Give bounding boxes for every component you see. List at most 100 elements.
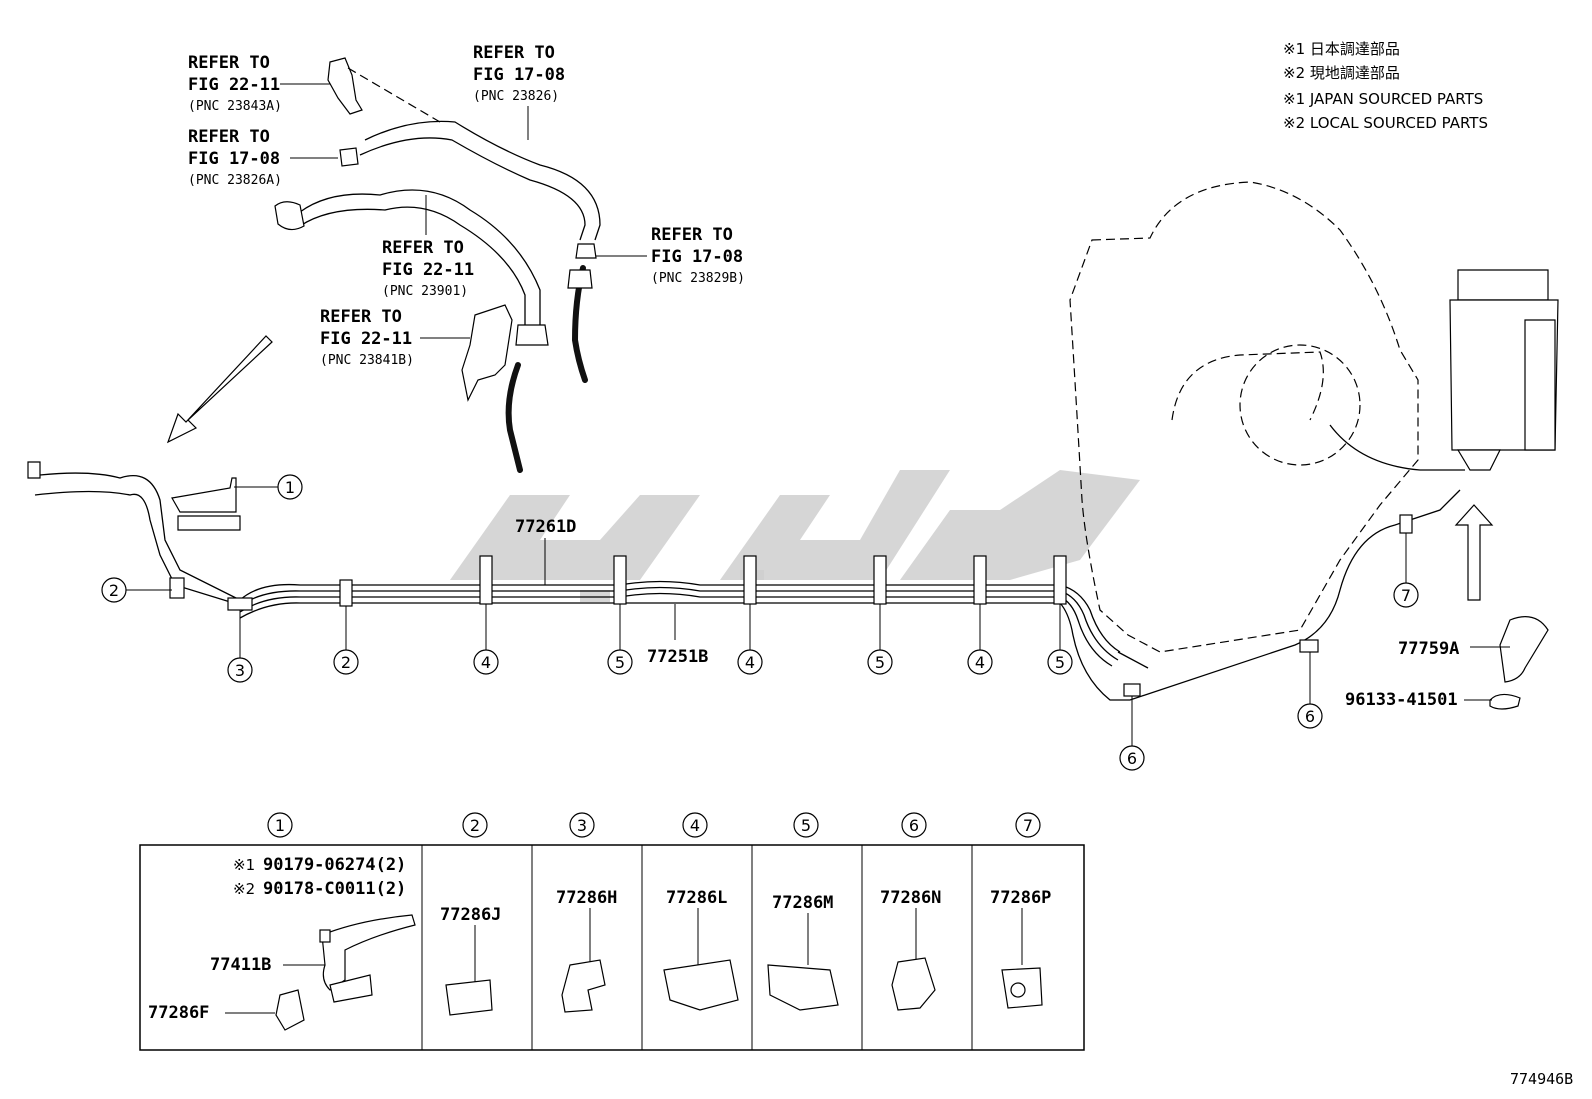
diagram-id: 774946B [1510,1070,1573,1088]
label-77286F: 77286F [148,1003,209,1023]
direction-arrow-left [166,335,273,444]
callout-main-2: 2 [333,606,359,675]
charcoal-canister [1329,269,1559,471]
table-header-1: 1 [267,812,293,838]
svg-text:77286H: 77286H [556,888,617,908]
svg-text:(PNC 23901): (PNC 23901) [382,284,468,299]
svg-text:5: 5 [615,653,625,672]
table-header-7: 7 [1015,812,1041,838]
clip-6b [1299,639,1319,653]
main-fuel-tubes [239,489,1461,701]
label-96133-41501: 96133-41501 [1345,690,1458,710]
svg-text:90178-C0011(2): 90178-C0011(2) [263,879,406,899]
svg-text:6: 6 [1127,749,1137,768]
clip-4b [743,555,757,605]
svg-text:FIG 17-08: FIG 17-08 [651,247,743,267]
table-header-6: 6 [901,812,927,838]
clip-7 [1399,514,1413,534]
svg-text:1: 1 [275,816,285,835]
svg-text:3: 3 [235,661,245,680]
svg-text:90179-06274(2): 90179-06274(2) [263,855,406,875]
svg-text:4: 4 [690,816,700,835]
table-cell-77286L: 77286L [663,888,739,1011]
svg-text:2: 2 [470,816,480,835]
callout-main-6b: 6 [1297,652,1323,729]
clip-2-left [169,577,185,599]
callout-main-4c: 4 [967,604,993,675]
reference-23841B: REFER TO FIG 22-11 (PNC 23841B) [320,307,470,368]
callout-main-4a: 4 [473,604,499,675]
callout-main-5a: 5 [607,604,633,675]
label-77411B: 77411B [210,955,271,975]
note-japan-en: ※1 JAPAN SOURCED PARTS [1283,90,1483,108]
clip-4c [973,555,987,605]
svg-text:4: 4 [481,653,491,672]
svg-text:77286N: 77286N [880,888,941,908]
clip-5b [873,555,887,605]
svg-text:REFER TO: REFER TO [473,43,555,63]
svg-text:FIG 22-11: FIG 22-11 [382,260,474,280]
clip-table [139,844,1085,1051]
clip-4a [479,555,493,605]
table-cell-77286J: 77286J [440,905,501,1016]
note-japan-jp: ※1 日本調達部品 [1283,40,1400,58]
clip-5c [1053,555,1067,605]
watermark-logo [450,470,1140,602]
svg-text:5: 5 [801,816,811,835]
clip-6a [1123,683,1141,697]
hose-77759A [1489,616,1549,710]
callout-main-4b: 4 [737,604,763,675]
label-77261D: 77261D [515,517,576,537]
svg-text:77286J: 77286J [440,905,501,925]
table-cell-77286P: 77286P [990,888,1051,1009]
reference-23829B: REFER TO FIG 17-08 (PNC 23829B) [590,225,745,286]
table-header-2: 2 [462,812,488,838]
svg-text:REFER TO: REFER TO [320,307,402,327]
callout-main-5b: 5 [867,604,893,675]
clip-3 [227,597,253,611]
table-cell-77286H: 77286H [556,888,617,1013]
svg-text:FIG 17-08: FIG 17-08 [473,65,565,85]
svg-text:2: 2 [109,581,119,600]
svg-text:3: 3 [577,816,587,835]
svg-text:REFER TO: REFER TO [651,225,733,245]
label-77759A: 77759A [1398,639,1459,659]
clip-2 [339,579,353,607]
svg-text:6: 6 [1305,707,1315,726]
callout-main-3: 3 [227,610,253,683]
table-header-3: 3 [569,812,595,838]
svg-text:REFER TO: REFER TO [382,238,464,258]
callout-main-5c: 5 [1047,604,1073,675]
callout-main-2-left: 2 [101,577,172,603]
table-cell-77286N: 77286N [880,888,941,1011]
table-header-5: 5 [793,812,819,838]
svg-text:5: 5 [875,653,885,672]
svg-text:77286P: 77286P [990,888,1051,908]
svg-text:※1: ※1 [233,856,255,874]
table-cell-77286M: 77286M [767,893,839,1011]
svg-text:4: 4 [975,653,985,672]
svg-text:7: 7 [1401,586,1411,605]
svg-text:77286M: 77286M [772,893,833,913]
svg-text:FIG 22-11: FIG 22-11 [188,75,280,95]
svg-text:FIG 22-11: FIG 22-11 [320,329,412,349]
svg-text:(PNC 23826A): (PNC 23826A) [188,173,282,188]
upper-hoses [274,57,601,473]
tube-clips [169,514,1413,697]
svg-text:5: 5 [1055,653,1065,672]
callout-main-6a: 6 [1119,696,1145,771]
table-cell-1: ※1 90179-06274(2) ※2 90178-C0011(2) 7741… [148,855,416,1031]
table-header-4: 4 [682,812,708,838]
svg-text:(PNC 23826): (PNC 23826) [473,89,559,104]
fuel-tank-outline [1069,181,1419,653]
svg-text:FIG 17-08: FIG 17-08 [188,149,280,169]
svg-text:77286L: 77286L [666,888,727,908]
reference-23843A: REFER TO FIG 22-11 (PNC 23843A) [188,53,330,114]
svg-text:1: 1 [285,478,295,497]
svg-text:7: 7 [1023,816,1033,835]
reference-23901: REFER TO FIG 22-11 (PNC 23901) [382,195,474,299]
reference-23826A: REFER TO FIG 17-08 (PNC 23826A) [188,127,338,188]
reference-23826: REFER TO FIG 17-08 (PNC 23826) [473,43,565,140]
callout-main-7: 7 [1393,533,1419,608]
